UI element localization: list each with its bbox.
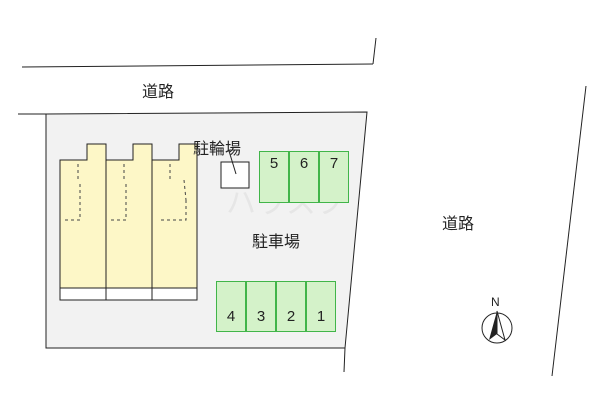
building-unit-1 bbox=[59, 143, 107, 289]
road-edge-top bbox=[21, 63, 374, 68]
parking-space-1: 1 bbox=[306, 281, 336, 332]
parking-space-2: 2 bbox=[276, 281, 306, 332]
compass-north-label: N bbox=[491, 295, 500, 309]
parking-space-3: 3 bbox=[246, 281, 276, 332]
parking-lot-label: 駐車場 bbox=[252, 232, 301, 251]
building-interior-dashes bbox=[62, 164, 187, 221]
road-edge-right bbox=[551, 85, 587, 377]
compass-needle-dark bbox=[489, 311, 497, 340]
site-boundary-bottom-extension bbox=[343, 347, 346, 373]
parking-space-5: 5 bbox=[259, 151, 289, 203]
building-unit-2 bbox=[105, 143, 153, 289]
building bbox=[59, 143, 198, 301]
bicycle-parking-label: 駐輪場 bbox=[193, 139, 242, 158]
building-unit-3 bbox=[151, 143, 198, 289]
parking-space-6: 6 bbox=[289, 151, 319, 203]
north-arrow bbox=[481, 310, 513, 344]
building-balcony bbox=[59, 287, 198, 301]
road-edge-top-end bbox=[372, 37, 377, 65]
parking-space-7: 7 bbox=[319, 151, 349, 203]
bicycle-parking-leader bbox=[228, 150, 237, 175]
bicycle-parking-area bbox=[220, 161, 250, 189]
road-label-right: 道路 bbox=[442, 214, 475, 233]
road-label-top: 道路 bbox=[142, 82, 175, 101]
compass-needle-light bbox=[496, 310, 506, 342]
parking-space-4: 4 bbox=[216, 281, 246, 332]
